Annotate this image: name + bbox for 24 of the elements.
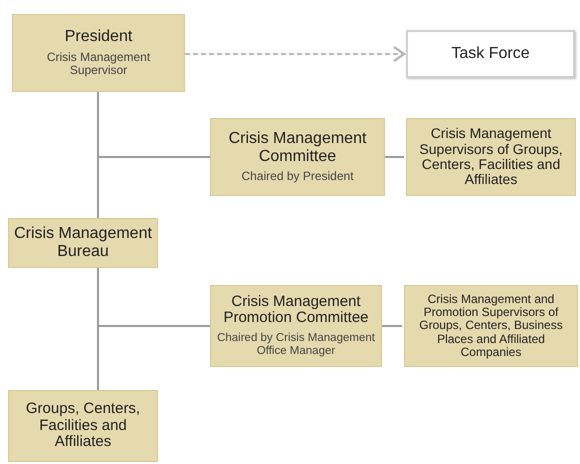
box-title: Groups, Centers, Facilities and Affiliates — [24, 401, 142, 451]
box-title: Crisis Management Bureau — [13, 225, 153, 261]
org-box — [210, 285, 382, 367]
box-subtitle: Chaired by Crisis Management Office Manager — [216, 332, 376, 358]
connector-line — [97, 92, 99, 218]
box-title: Task Force — [451, 45, 530, 63]
box-title: Crisis Management Promotion Committee — [222, 294, 370, 327]
connector-line — [385, 156, 404, 158]
connector-line — [185, 46, 406, 62]
connector-line — [97, 268, 99, 390]
box-title: Crisis Management and Promotion Supervisors of Groups, Centers, Business Places and Affiliated Companies — [418, 293, 564, 359]
box-title: Crisis Management Supervisors of Groups, Centers, Facilities and Affiliates — [418, 126, 564, 188]
org-box — [406, 118, 576, 196]
org-box — [8, 218, 158, 268]
org-box — [210, 118, 385, 196]
org-box — [8, 390, 158, 462]
box-subtitle: Crisis Management Supervisor — [46, 50, 152, 78]
box-subtitle: Chaired by President — [241, 170, 354, 184]
connector-line — [382, 325, 402, 327]
box-title: President — [64, 28, 132, 46]
box-title: Crisis Management Committee — [228, 130, 368, 166]
task-box — [406, 30, 575, 78]
org-box — [12, 14, 185, 92]
org-box — [404, 285, 578, 367]
